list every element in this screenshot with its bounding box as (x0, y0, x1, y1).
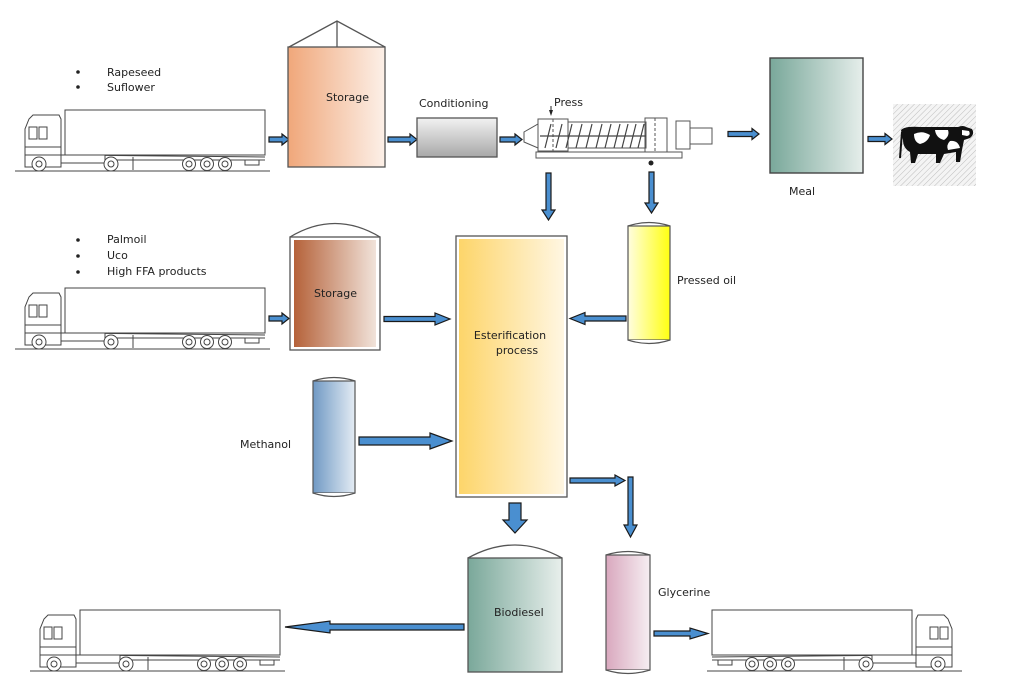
flow-arrow (501, 502, 529, 534)
pressed-oil-label: Pressed oil (677, 274, 736, 287)
flow-arrow (622, 476, 639, 539)
bullet-icon (76, 70, 80, 74)
tank-dome-icon (467, 544, 563, 559)
feedstock-item: Palmoil (107, 233, 147, 246)
meal-container: Meal (769, 57, 864, 198)
flow-arrow (867, 132, 893, 146)
glycerine-label: Glycerine (658, 586, 710, 599)
tank-dome-icon (289, 222, 381, 238)
bullet-icon (76, 270, 80, 274)
feedstock-item: Uco (107, 249, 128, 262)
esterification-label: Esterification (474, 329, 546, 342)
flow-arrow (653, 627, 711, 640)
flow-arrow (727, 127, 760, 141)
press-label: Press (554, 96, 583, 109)
flow-arrow (643, 171, 660, 215)
pressed-oil-tank: Pressed oil (627, 221, 736, 345)
feedstock-item: Rapeseed (107, 66, 161, 79)
flow-arrow (268, 311, 290, 326)
storage-label: Storage (326, 91, 369, 104)
cow-icon (893, 104, 976, 186)
screw-press-icon: Press (523, 96, 713, 166)
flow-arrow (284, 620, 465, 634)
methanol-tank: Methanol (240, 376, 356, 498)
flow-arrow (540, 172, 557, 222)
feedstock-list-seeds: Rapeseed Suflower (76, 66, 161, 94)
truck-icon (14, 109, 271, 172)
flow-arrow (568, 311, 627, 326)
storage-tank-oils: Storage (289, 222, 381, 351)
flow-arrow (569, 473, 627, 488)
flow-arrow (383, 312, 452, 326)
flow-arrow (358, 432, 454, 450)
glycerine-tank: Glycerine (605, 550, 710, 675)
truck-icon (14, 287, 271, 350)
truck-icon (29, 609, 286, 672)
conditioning-label: Conditioning (419, 97, 489, 110)
esterification-label: process (496, 344, 539, 357)
flow-arrow (387, 132, 418, 147)
feedstock-item: Suflower (107, 81, 155, 94)
flow-arrow (499, 132, 523, 147)
feedstock-item: High FFA products (107, 265, 207, 278)
biodiesel-label: Biodiesel (494, 606, 544, 619)
conditioning-unit: Conditioning (416, 97, 498, 158)
methanol-label: Methanol (240, 438, 291, 451)
bullet-icon (76, 254, 80, 258)
feedstock-list-oils: Palmoil Uco High FFA products (76, 233, 207, 278)
storage-label: Storage (314, 287, 357, 300)
esterification-reactor: Esterification process (455, 235, 568, 498)
meal-label: Meal (789, 185, 815, 198)
storage-silo-seeds: Storage (287, 20, 386, 168)
biodiesel-tank: Biodiesel (467, 544, 563, 673)
truck-icon (707, 610, 962, 671)
bullet-icon (76, 85, 80, 89)
bullet-icon (76, 238, 80, 242)
flow-arrow (268, 132, 290, 147)
